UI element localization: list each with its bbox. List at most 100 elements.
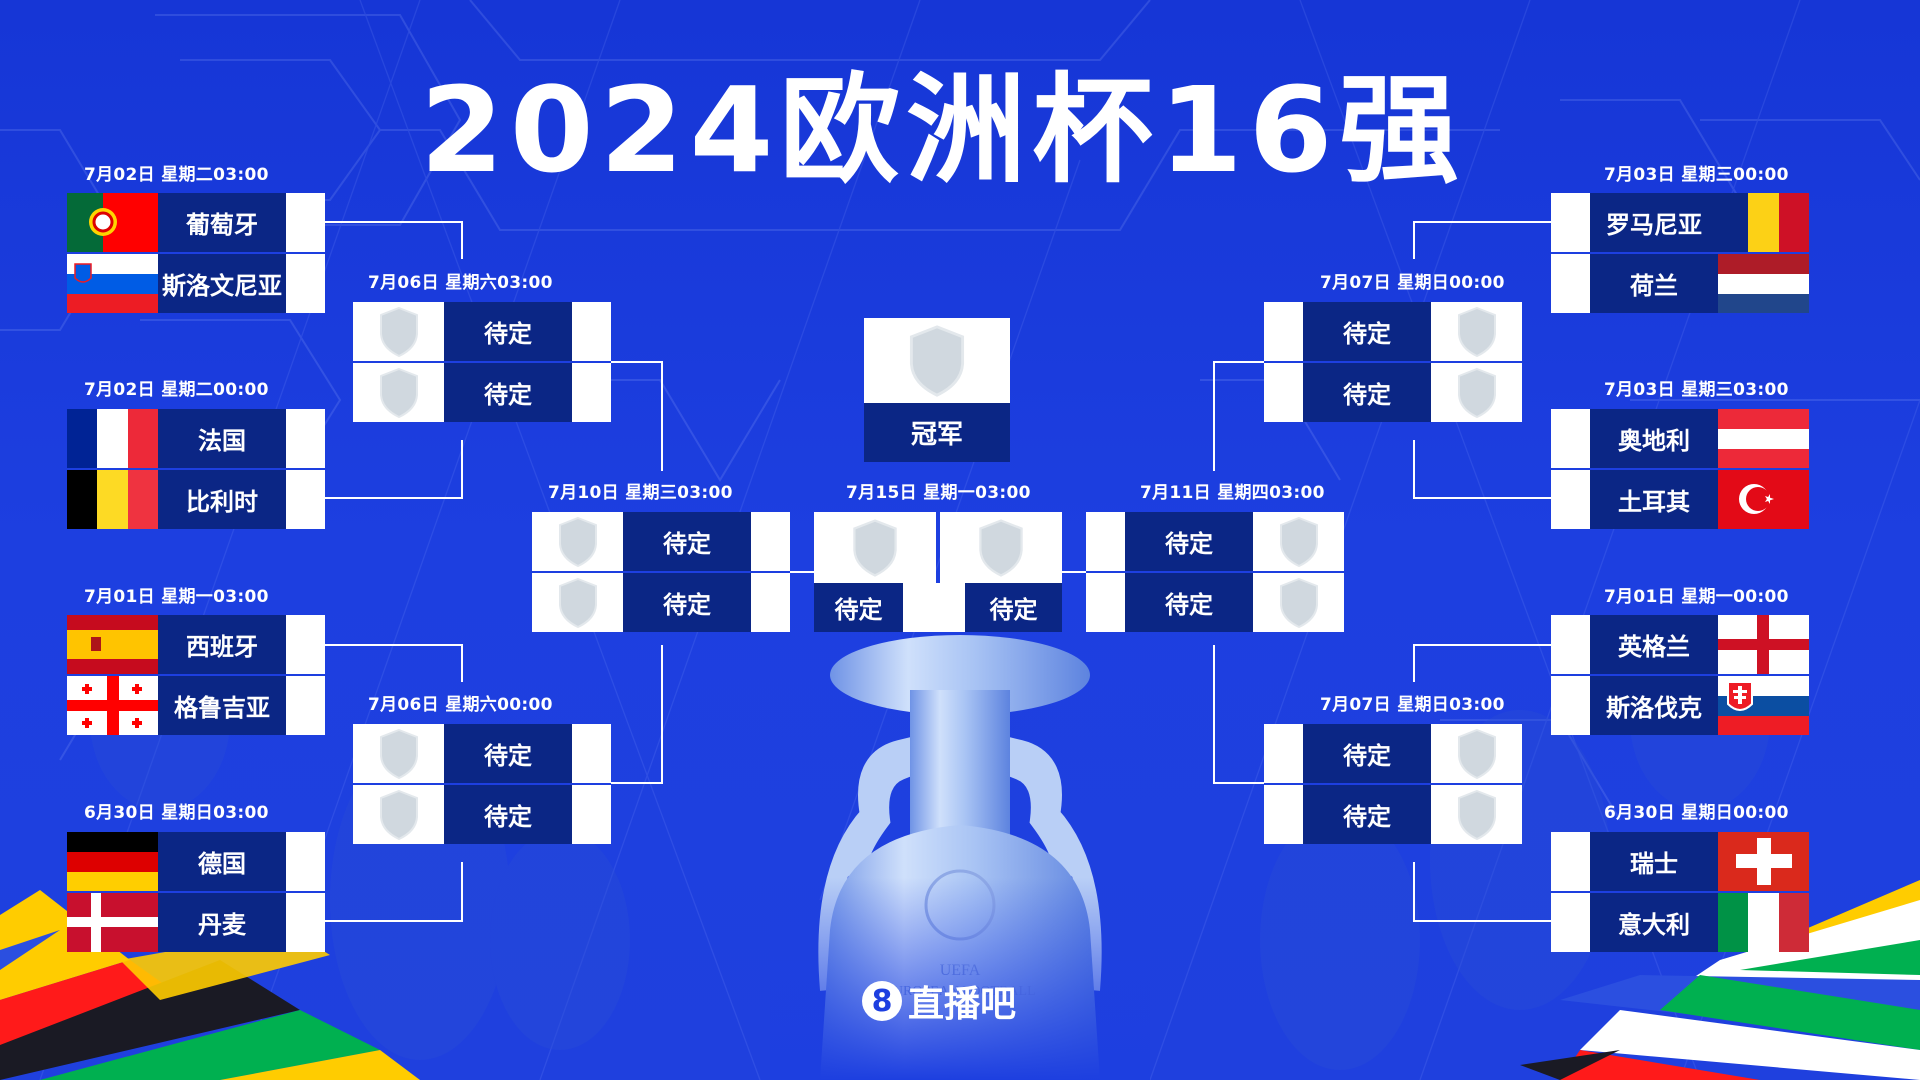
sf-match-left[interactable]: 待定 待定 (532, 512, 790, 632)
flag-austria-icon (1718, 409, 1809, 468)
team-score (1264, 724, 1303, 783)
team-row[interactable]: 格鲁吉亚 (67, 676, 325, 735)
match-date: 7月07日 星期日00:00 (1320, 273, 1505, 293)
team-name: 待定 (814, 583, 903, 632)
team-row[interactable]: 待定 (353, 785, 611, 844)
team-row[interactable]: 待定 (1264, 724, 1522, 783)
team-score (286, 470, 325, 529)
divider (67, 252, 325, 254)
team-row[interactable]: 待定 (353, 363, 611, 422)
flag-denmark-icon (67, 893, 158, 952)
shield-icon (864, 318, 1010, 403)
match-date: 7月06日 星期六00:00 (368, 695, 553, 715)
team-score (1086, 573, 1125, 632)
flag-slovenia-icon (67, 254, 158, 313)
qf-match-left-bottom[interactable]: 待定 待定 (353, 724, 611, 844)
r16-match-france-belgium[interactable]: 法国 比利时 (67, 409, 325, 529)
r16-match-romania-netherlands[interactable]: 罗马尼亚 荷兰 (1551, 193, 1809, 313)
team-name: 瑞士 (1590, 832, 1718, 891)
team-row[interactable]: 待定 (532, 573, 790, 632)
team-row[interactable]: 待定 (1264, 302, 1522, 361)
team-row[interactable]: 待定 (1264, 363, 1522, 422)
team-row[interactable]: 意大利 (1551, 893, 1809, 952)
team-row[interactable]: 德国 (67, 832, 325, 891)
team-row[interactable]: 奥地利 (1551, 409, 1809, 468)
champion-label: 冠军 (864, 403, 1010, 462)
team-name: 英格兰 (1590, 615, 1718, 674)
r16-match-spain-georgia[interactable]: 西班牙 格鲁吉亚 (67, 615, 325, 735)
team-name: 待定 (1125, 512, 1253, 571)
team-row[interactable]: 瑞士 (1551, 832, 1809, 891)
qf-match-left-top[interactable]: 待定 待定 (353, 302, 611, 422)
r16-match-germany-denmark[interactable]: 德国 丹麦 (67, 832, 325, 952)
team-row[interactable]: 待定 (1086, 573, 1344, 632)
flag-belgium-icon (67, 470, 158, 529)
flag-france-icon (67, 409, 158, 468)
shield-icon (353, 302, 444, 361)
team-row[interactable]: 待定 (1086, 512, 1344, 571)
team-row[interactable]: 待定 (532, 512, 790, 571)
team-name: 罗马尼亚 (1590, 193, 1718, 252)
divider (67, 891, 325, 893)
r16-match-austria-turkey[interactable]: 奥地利 土耳其 (1551, 409, 1809, 529)
team-score (572, 724, 611, 783)
team-name: 待定 (1303, 302, 1431, 361)
team-row[interactable]: 丹麦 (67, 893, 325, 952)
shield-icon (814, 512, 936, 583)
match-date: 7月10日 星期三03:00 (548, 483, 733, 503)
r16-match-portugal-slovenia[interactable]: 葡萄牙 斯洛文尼亚 (67, 193, 325, 313)
shield-icon (532, 512, 623, 571)
team-score (1264, 785, 1303, 844)
team-score (572, 302, 611, 361)
score-area (903, 583, 965, 632)
team-row[interactable]: 斯洛文尼亚 (67, 254, 325, 313)
r16-match-england-slovakia[interactable]: 英格兰 斯洛伐克 (1551, 615, 1809, 735)
divider (1551, 891, 1809, 893)
brand-logo: 8 直播吧 (862, 975, 1016, 1027)
team-score (1551, 254, 1590, 313)
team-score (1551, 893, 1590, 952)
champion-card[interactable]: 冠军 (864, 318, 1010, 462)
flag-germany-icon (67, 832, 158, 891)
shield-icon (1431, 785, 1522, 844)
flag-italy-icon (1718, 893, 1809, 952)
team-name: 待定 (444, 302, 572, 361)
team-name: 待定 (623, 573, 751, 632)
divider (67, 468, 325, 470)
team-score (286, 893, 325, 952)
team-row[interactable]: 比利时 (67, 470, 325, 529)
shield-icon (353, 785, 444, 844)
team-name: 待定 (1303, 724, 1431, 783)
match-date: 7月01日 星期一03:00 (84, 587, 269, 607)
team-score (286, 254, 325, 313)
team-row[interactable]: 土耳其 (1551, 470, 1809, 529)
team-name: 待定 (444, 785, 572, 844)
team-score (1551, 832, 1590, 891)
team-row[interactable]: 斯洛伐克 (1551, 676, 1809, 735)
team-row[interactable]: 待定 (1264, 785, 1522, 844)
sf-match-right[interactable]: 待定 待定 (1086, 512, 1344, 632)
team-score (286, 676, 325, 735)
team-name: 待定 (1125, 573, 1253, 632)
team-row[interactable]: 法国 (67, 409, 325, 468)
qf-match-right-top[interactable]: 待定 待定 (1264, 302, 1522, 422)
team-row[interactable]: 英格兰 (1551, 615, 1809, 674)
team-score (1551, 409, 1590, 468)
team-row[interactable]: 待定 (353, 302, 611, 361)
team-row[interactable]: 待定 (353, 724, 611, 783)
team-name: 西班牙 (158, 615, 286, 674)
team-score (572, 785, 611, 844)
r16-match-switzerland-italy[interactable]: 瑞士 意大利 (1551, 832, 1809, 952)
team-row[interactable]: 葡萄牙 (67, 193, 325, 252)
team-row[interactable]: 西班牙 (67, 615, 325, 674)
logo-8-icon: 8 (862, 981, 902, 1021)
qf-match-right-bottom[interactable]: 待定 待定 (1264, 724, 1522, 844)
team-score (1551, 470, 1590, 529)
team-score (572, 363, 611, 422)
team-score (286, 193, 325, 252)
team-row[interactable]: 罗马尼亚 (1551, 193, 1809, 252)
final-match[interactable]: 待定 待定 (814, 512, 1062, 632)
team-row[interactable]: 荷兰 (1551, 254, 1809, 313)
shield-icon (1431, 363, 1522, 422)
